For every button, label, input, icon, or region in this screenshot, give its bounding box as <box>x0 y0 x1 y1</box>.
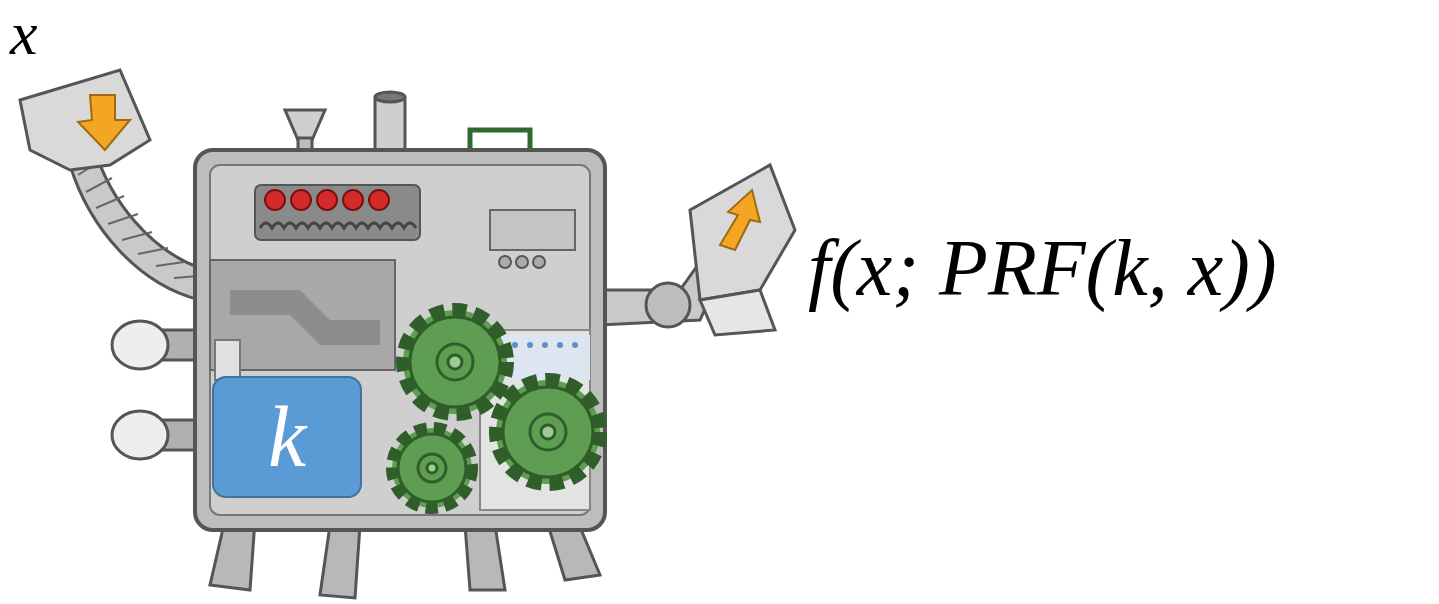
output-label: f(x; PRF(k, x)) <box>808 228 1277 308</box>
key-label: k <box>268 394 306 480</box>
key-box: k <box>212 376 362 498</box>
input-label: x <box>10 2 38 64</box>
